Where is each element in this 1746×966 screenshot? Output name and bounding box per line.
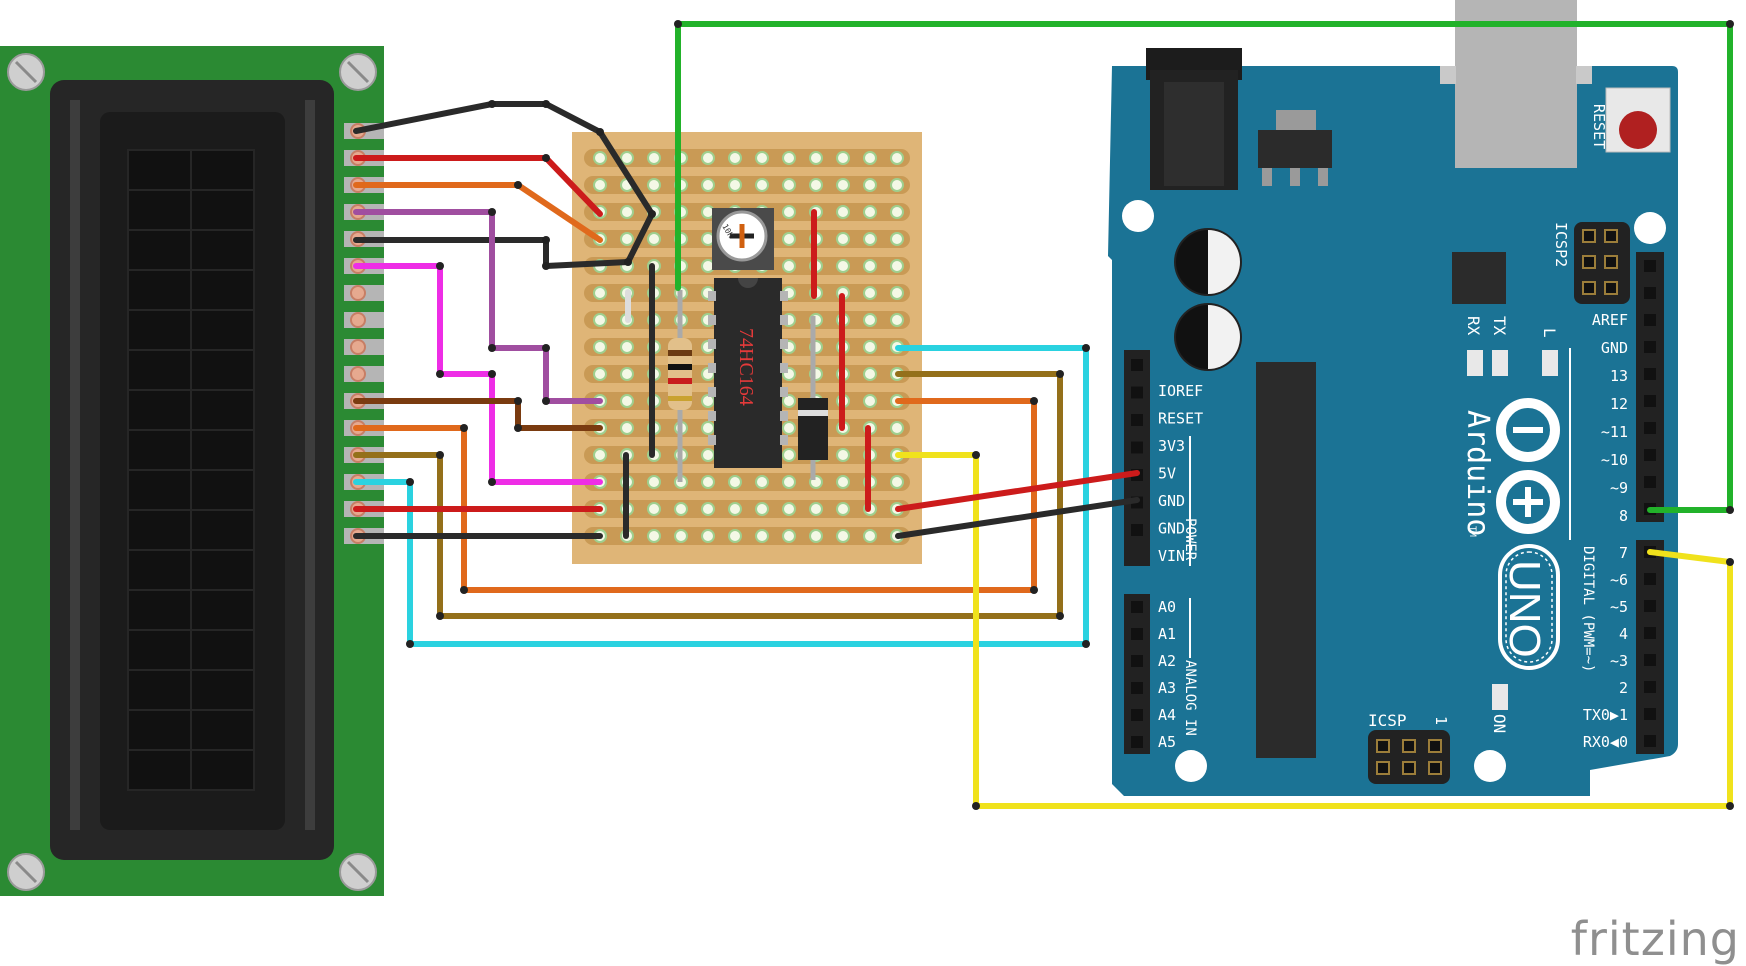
digital-pin-label: TX0▶1: [1583, 706, 1628, 724]
digital-pin-label: ~6: [1610, 571, 1628, 589]
digital-pin-label: ~5: [1610, 598, 1628, 616]
wire-brown-lcd-11: [353, 398, 603, 431]
power-pin-label: GND: [1158, 492, 1185, 510]
power-pin-label: IOREF: [1158, 382, 1203, 400]
analog-pin-label: A4: [1158, 706, 1176, 724]
trimmer-potentiometer: 10K: [712, 208, 774, 270]
diode: [798, 316, 828, 480]
lcd-mount-holes: [7, 53, 377, 891]
arduino-board: [1108, 66, 1678, 796]
ic-part-label: 74HC164: [735, 328, 757, 406]
analog-header: [1124, 594, 1150, 754]
lcd-module: [0, 46, 384, 896]
led-label-l: L: [1540, 328, 1559, 338]
wire-orange-lcd-12: [353, 398, 1037, 593]
icsp-header: [1368, 730, 1450, 784]
digital-pin-label: ~9: [1610, 479, 1628, 497]
ic-74hc164: 74HC164: [708, 278, 788, 468]
power-pin-label: 3V3: [1158, 437, 1185, 455]
digital-header-title: DIGITAL (PWM=~): [1580, 546, 1596, 672]
led-label-rx: RX: [1464, 316, 1483, 336]
analog-pin-label: A1: [1158, 625, 1176, 643]
uno-badge: [1498, 544, 1560, 670]
digital-pin-label: 13: [1610, 367, 1628, 385]
analog-pin-label: A2: [1158, 652, 1176, 670]
analog-pin-label: A3: [1158, 679, 1176, 697]
status-leds: [1467, 350, 1558, 710]
power-pin-label: VIN: [1158, 547, 1185, 565]
power-pin-label: 5V: [1158, 465, 1176, 483]
digital-pin-label: GND: [1601, 339, 1628, 357]
wire-yellow-pin7: [895, 452, 1733, 809]
icsp2-label: ICSP2: [1552, 222, 1570, 267]
digital-header-bottom: [1636, 540, 1664, 754]
capacitor-1: [1174, 228, 1242, 296]
uno-label: UNO: [1500, 560, 1549, 658]
wire-magenta-lcd-6: [353, 263, 603, 485]
arduino-infinity-logo: [1496, 398, 1560, 534]
usb-chip: [1452, 252, 1506, 304]
fritzing-logo: fritzing: [1570, 912, 1740, 966]
digital-pin-label: ~11: [1601, 423, 1628, 441]
arduino-logo-text: Arduino: [1460, 410, 1495, 536]
power-pin-label: RESET: [1158, 410, 1203, 428]
digital-pin-label: 4: [1619, 625, 1628, 643]
digital-pin-label: ~10: [1601, 451, 1628, 469]
wire-red-5v: [895, 470, 1140, 512]
digital-pin-label: 7: [1619, 544, 1628, 562]
wire-black-gnd: [895, 497, 1140, 539]
main-mcu: [1256, 362, 1316, 758]
icsp-pin1-label: 1: [1432, 716, 1450, 725]
wire-purple-lcd-4: [353, 209, 603, 404]
power-pin-label: GND: [1158, 520, 1185, 538]
on-label: ON: [1490, 714, 1509, 733]
usb-connector: [1455, 0, 1577, 168]
digital-pin-label: 2: [1619, 679, 1628, 697]
icsp-label: ICSP: [1368, 711, 1407, 730]
digital-pin-label: 8: [1619, 507, 1628, 525]
digital-pin-label: RX0◀0: [1583, 733, 1628, 751]
digital-pin-label: 12: [1610, 395, 1628, 413]
digital-pin-label: AREF: [1592, 311, 1628, 329]
analog-pin-label: A0: [1158, 598, 1176, 616]
led-label-tx: TX: [1490, 316, 1509, 336]
capacitor-2: [1174, 303, 1242, 371]
digital-pin-label: ~3: [1610, 652, 1628, 670]
arduino-uno: RESET ICSP2 RX TX L ON Arduino TM UN: [1108, 0, 1678, 796]
reset-button[interactable]: [1605, 87, 1671, 153]
analog-pin-label: A5: [1158, 733, 1176, 751]
wire-olive-lcd-13: [353, 371, 1063, 619]
wires: [353, 20, 1734, 810]
reset-label: RESET: [1590, 104, 1608, 149]
wire-cyan-lcd-14: [353, 345, 1089, 647]
analog-header-title: ANALOG IN: [1182, 660, 1198, 736]
voltage-regulator: [1276, 110, 1316, 130]
arduino-trademark: TM: [1467, 526, 1477, 537]
resistor: [668, 290, 692, 482]
